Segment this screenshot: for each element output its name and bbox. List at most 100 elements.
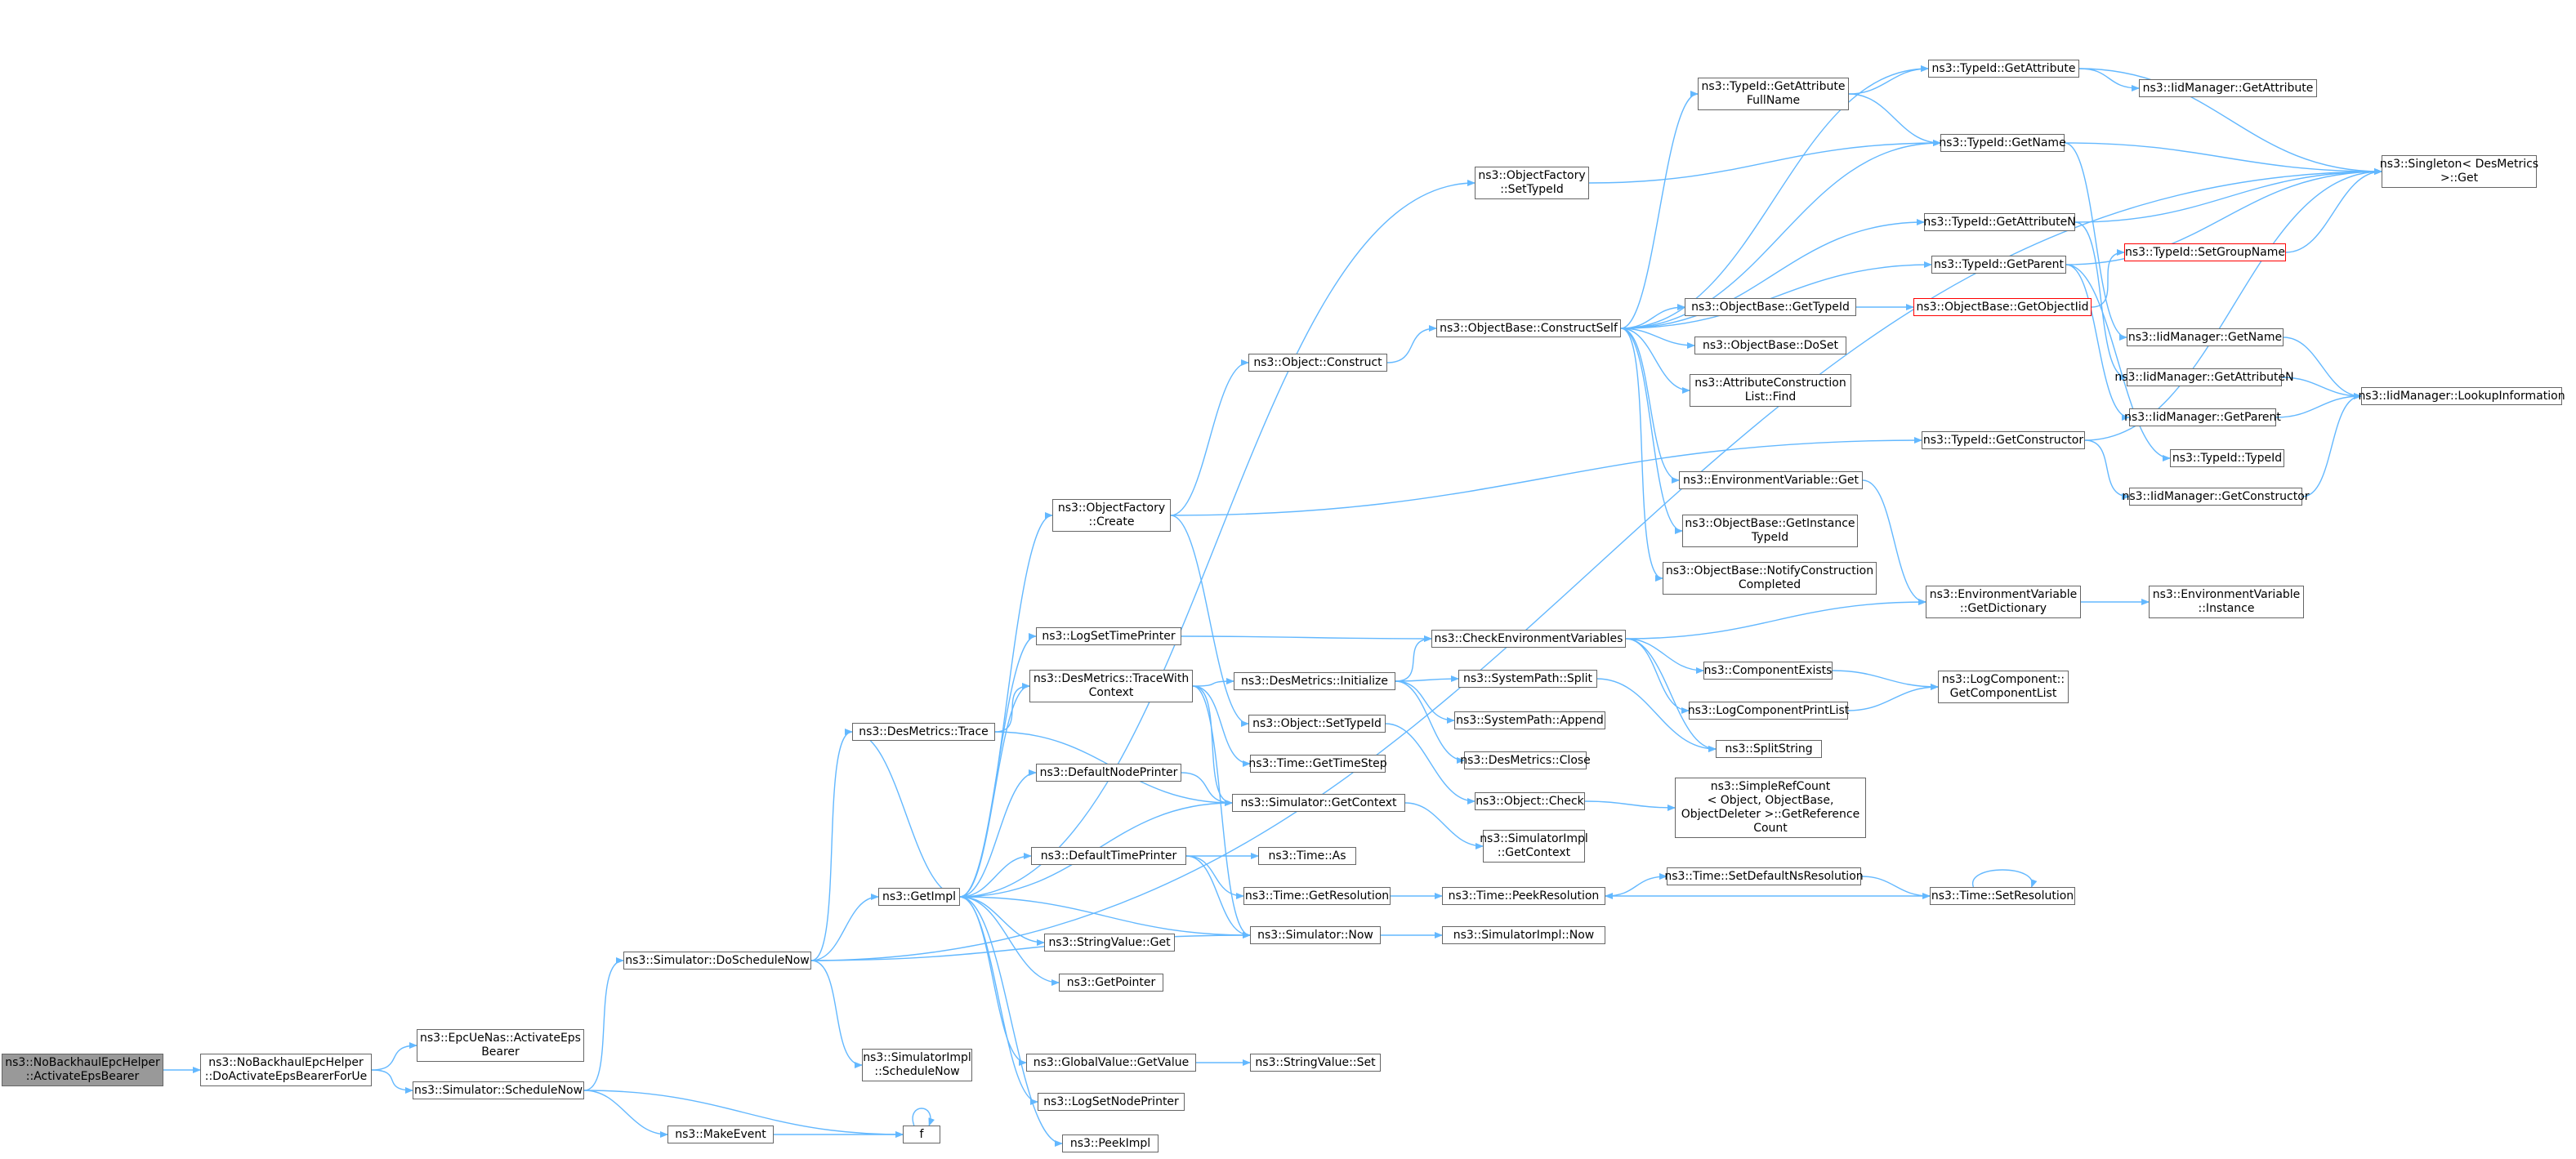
node-setdefns[interactable]: ns3::Time::SetDefaultNsResolution [1664, 867, 1864, 885]
node-deftimep[interactable]: ns3::DefaultTimePrinter [1031, 847, 1186, 865]
node-logsetnp[interactable]: ns3::LogSetNodePrinter [1038, 1093, 1185, 1111]
edge-iidgetattrn-to-iidlookup [2281, 377, 2362, 399]
edge-ofsettid-to-tidgetname [1588, 140, 1941, 184]
node-implgetctx[interactable]: ns3::SimulatorImpl::GetContext [1480, 830, 1588, 863]
node-lcprintlist[interactable]: ns3::LogComponentPrintList [1688, 702, 1849, 720]
node-envgetdict[interactable]: ns3::EnvironmentVariable::GetDictionary [1926, 586, 2081, 618]
node-tidgetattrn[interactable]: ns3::TypeId::GetAttributeN [1923, 213, 2076, 231]
node-implsched[interactable]: ns3::SimulatorImpl::ScheduleNow [862, 1049, 972, 1081]
node-label: ns3::LogSetNodePrinter [1043, 1094, 1179, 1108]
node-root[interactable]: ns3::NoBackhaulEpcHelper::ActivateEpsBea… [2, 1054, 163, 1086]
node-logsettp[interactable]: ns3::LogSetTimePrinter [1036, 627, 1181, 645]
edge-ofcreate-to-objsettid [1170, 515, 1249, 727]
node-iidlookup[interactable]: ns3::IidManager::LookupInformation [2358, 387, 2565, 405]
node-label: ns3::IidManager::GetConstructor [2122, 489, 2310, 503]
node-label: FullName [1746, 94, 1801, 107]
node-checkenv[interactable]: ns3::CheckEnvironmentVariables [1431, 630, 1626, 648]
node-label: ns3::Object::SetTypeId [1252, 716, 1382, 730]
node-obcs[interactable]: ns3::ObjectBase::ConstructSelf [1436, 319, 1621, 337]
edge-tidgetparent-to-tidtypeid [2065, 264, 2171, 461]
node-simnow[interactable]: ns3::Simulator::Now [1250, 926, 1381, 944]
node-tidgetparent[interactable]: ns3::TypeId::GetParent [1931, 256, 2066, 274]
node-envget[interactable]: ns3::EnvironmentVariable::Get [1679, 471, 1863, 489]
edge-getimpl-to-getptr [959, 896, 1060, 986]
node-tidtypeid[interactable]: ns3::TypeId::TypeId [2170, 449, 2284, 467]
node-svget[interactable]: ns3::StringValue::Get [1044, 934, 1175, 952]
node-iidgetname[interactable]: ns3::IidManager::GetName [2127, 328, 2284, 346]
edge-objconstruct-to-obcs [1386, 325, 1437, 363]
node-singleton[interactable]: ns3::Singleton< DesMetrics>::Get [2380, 155, 2538, 188]
node-splitstr[interactable]: ns3::SplitString [1716, 740, 1822, 758]
node-implnow[interactable]: ns3::SimulatorImpl::Now [1442, 926, 1605, 944]
edge-tidgetname-to-iidgetname [2064, 142, 2127, 341]
node-tidgetname[interactable]: ns3::TypeId::GetName [1939, 134, 2066, 152]
node-timesetres[interactable]: ns3::Time::SetResolution [1930, 887, 2075, 905]
node-timeas[interactable]: ns3::Time::As [1258, 847, 1356, 865]
node-dminit[interactable]: ns3::DesMetrics::Initialize [1234, 672, 1395, 690]
node-label: ns3::NoBackhaulEpcHelper [5, 1056, 160, 1069]
node-label: ns3::LogSetTimePrinter [1042, 629, 1176, 643]
node-svset[interactable]: ns3::StringValue::Set [1250, 1054, 1381, 1072]
node-f[interactable]: f [903, 1126, 940, 1143]
edge-obgetoiid-to-tidsetgroup [2091, 249, 2125, 308]
node-objcheck[interactable]: ns3::Object::Check [1475, 792, 1585, 810]
node-timegetres[interactable]: ns3::Time::GetResolution [1243, 887, 1391, 905]
node-doschednow[interactable]: ns3::Simulator::DoScheduleNow [623, 952, 811, 970]
node-schednow[interactable]: ns3::Simulator::ScheduleNow [413, 1081, 584, 1099]
node-label: ns3::TypeId::GetAttribute [1701, 80, 1846, 93]
node-tidgetctor[interactable]: ns3::TypeId::GetConstructor [1922, 431, 2085, 449]
node-ofcreate[interactable]: ns3::ObjectFactory::Create [1052, 499, 1171, 532]
node-objconstruct[interactable]: ns3::Object::Construct [1248, 354, 1387, 372]
node-tidgetattr[interactable]: ns3::TypeId::GetAttribute [1928, 60, 2079, 78]
node-makeevent[interactable]: ns3::MakeEvent [667, 1126, 774, 1143]
edge-tidgetattr-to-singleton [2078, 68, 2382, 175]
edge-spsplit-to-splitstr [1596, 678, 1717, 752]
node-envinst[interactable]: ns3::EnvironmentVariable::Instance [2149, 586, 2304, 618]
node-iidgetattr[interactable]: ns3::IidManager::GetAttribute [2139, 79, 2317, 97]
node-iidgetctor[interactable]: ns3::IidManager::GetConstructor [2122, 488, 2310, 506]
node-spappend[interactable]: ns3::SystemPath::Append [1454, 711, 1605, 729]
node-spsplit[interactable]: ns3::SystemPath::Split [1458, 670, 1597, 688]
node-obgettid[interactable]: ns3::ObjectBase::GetTypeId [1685, 298, 1856, 316]
node-label: List::Find [1744, 390, 1797, 403]
node-trace[interactable]: ns3::DesMetrics::Trace [852, 723, 995, 741]
node-dmclose[interactable]: ns3::DesMetrics::Close [1460, 751, 1591, 769]
node-objsettid[interactable]: ns3::Object::SetTypeId [1248, 715, 1386, 733]
node-simgetctx[interactable]: ns3::Simulator::GetContext [1232, 794, 1405, 812]
node-label: ns3::IidManager::GetAttribute [2142, 81, 2314, 95]
node-iidgetparent[interactable]: ns3::IidManager::GetParent [2124, 408, 2281, 426]
node-obgetoiid[interactable]: ns3::ObjectBase::GetObjectIid [1913, 298, 2092, 316]
node-lcgetlist[interactable]: ns3::LogComponent::GetComponentList [1938, 671, 2069, 703]
node-iidgetattrn[interactable]: ns3::IidManager::GetAttributeN [2114, 368, 2294, 386]
node-tidsetgroup[interactable]: ns3::TypeId::SetGroupName [2124, 243, 2286, 261]
node-label: ns3::TypeId::SetGroupName [2124, 245, 2286, 259]
edge-getimpl-to-peekimpl [959, 896, 1063, 1147]
node-getptr[interactable]: ns3::GetPointer [1059, 974, 1163, 992]
edge-timesetres-to-timesetres [1972, 869, 2038, 888]
node-obdoset[interactable]: ns3::ObjectBase::DoSet [1694, 337, 1846, 354]
node-label: ns3::EnvironmentVariable::Get [1683, 473, 1859, 487]
node-peekres[interactable]: ns3::Time::PeekResolution [1442, 887, 1605, 905]
node-label: ns3::DefaultNodePrinter [1039, 765, 1178, 779]
node-defnodep[interactable]: ns3::DefaultNodePrinter [1036, 764, 1181, 782]
node-doact[interactable]: ns3::NoBackhaulEpcHelper::DoActivateEpsB… [200, 1054, 372, 1086]
node-label: ns3::TypeId::GetName [1939, 136, 2066, 149]
node-label: ns3::IidManager::GetParent [2124, 410, 2281, 424]
node-srcget[interactable]: ns3::SimpleRefCount< Object, ObjectBase,… [1675, 778, 1866, 838]
edge-obcs-to-obdoset [1620, 328, 1695, 349]
node-label: GetComponentList [1949, 687, 2057, 700]
node-getimpl[interactable]: ns3::GetImpl [878, 888, 960, 906]
node-ofsettid[interactable]: ns3::ObjectFactory::SetTypeId [1475, 167, 1589, 199]
node-compexists[interactable]: ns3::ComponentExists [1703, 662, 1833, 680]
edge-tidgetattrn-to-singleton [2074, 168, 2382, 223]
node-gettimestep[interactable]: ns3::Time::GetTimeStep [1248, 755, 1387, 773]
node-label: ns3::EnvironmentVariable [2152, 588, 2301, 601]
node-peekimpl[interactable]: ns3::PeekImpl [1062, 1134, 1159, 1152]
node-gvgetval[interactable]: ns3::GlobalValue::GetValue [1026, 1054, 1196, 1072]
